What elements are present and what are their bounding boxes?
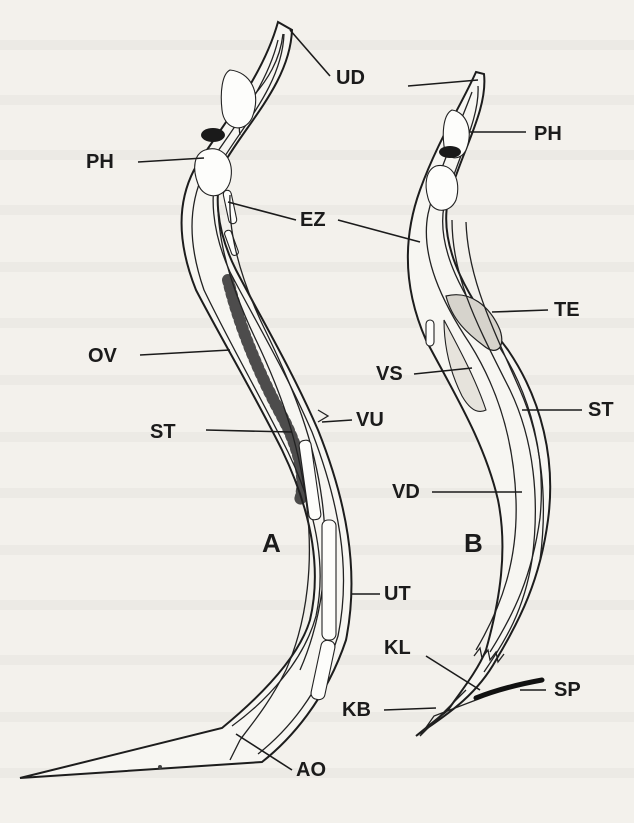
label-b-vs: VS [376,363,403,385]
excretory-cell-b [426,320,434,346]
pharynx-bulb-a [221,70,255,128]
nerve-ring-a [201,128,225,142]
label-a-ud: UD [336,67,365,89]
bulb-a [195,149,232,196]
nerve-ring-b [439,146,461,158]
label-b-sp: SP [554,679,581,701]
label-b-te: TE [554,299,580,321]
spicule-b [476,680,542,698]
vulva-a [318,410,328,422]
panel-label-b: B [464,528,483,558]
tail-dot-a [158,765,162,769]
label-a-ov: OV [88,345,118,367]
label-a-vu: VU [356,409,384,431]
label-a-ao: AO [296,759,326,781]
label-b-st: ST [588,399,614,421]
specimen-b [408,72,550,736]
label-b-ph: PH [534,123,562,145]
label-a-st: ST [150,421,176,443]
panel-label-a: A [262,528,281,558]
label-a-ut: UT [384,583,411,605]
bulb-b [426,165,458,210]
label-b-kl: KL [384,637,411,659]
label-b-kb: KB [342,699,371,721]
label-a-ez: EZ [300,209,326,231]
label-a-ph: PH [86,151,114,173]
label-b-vd: VD [392,481,420,503]
